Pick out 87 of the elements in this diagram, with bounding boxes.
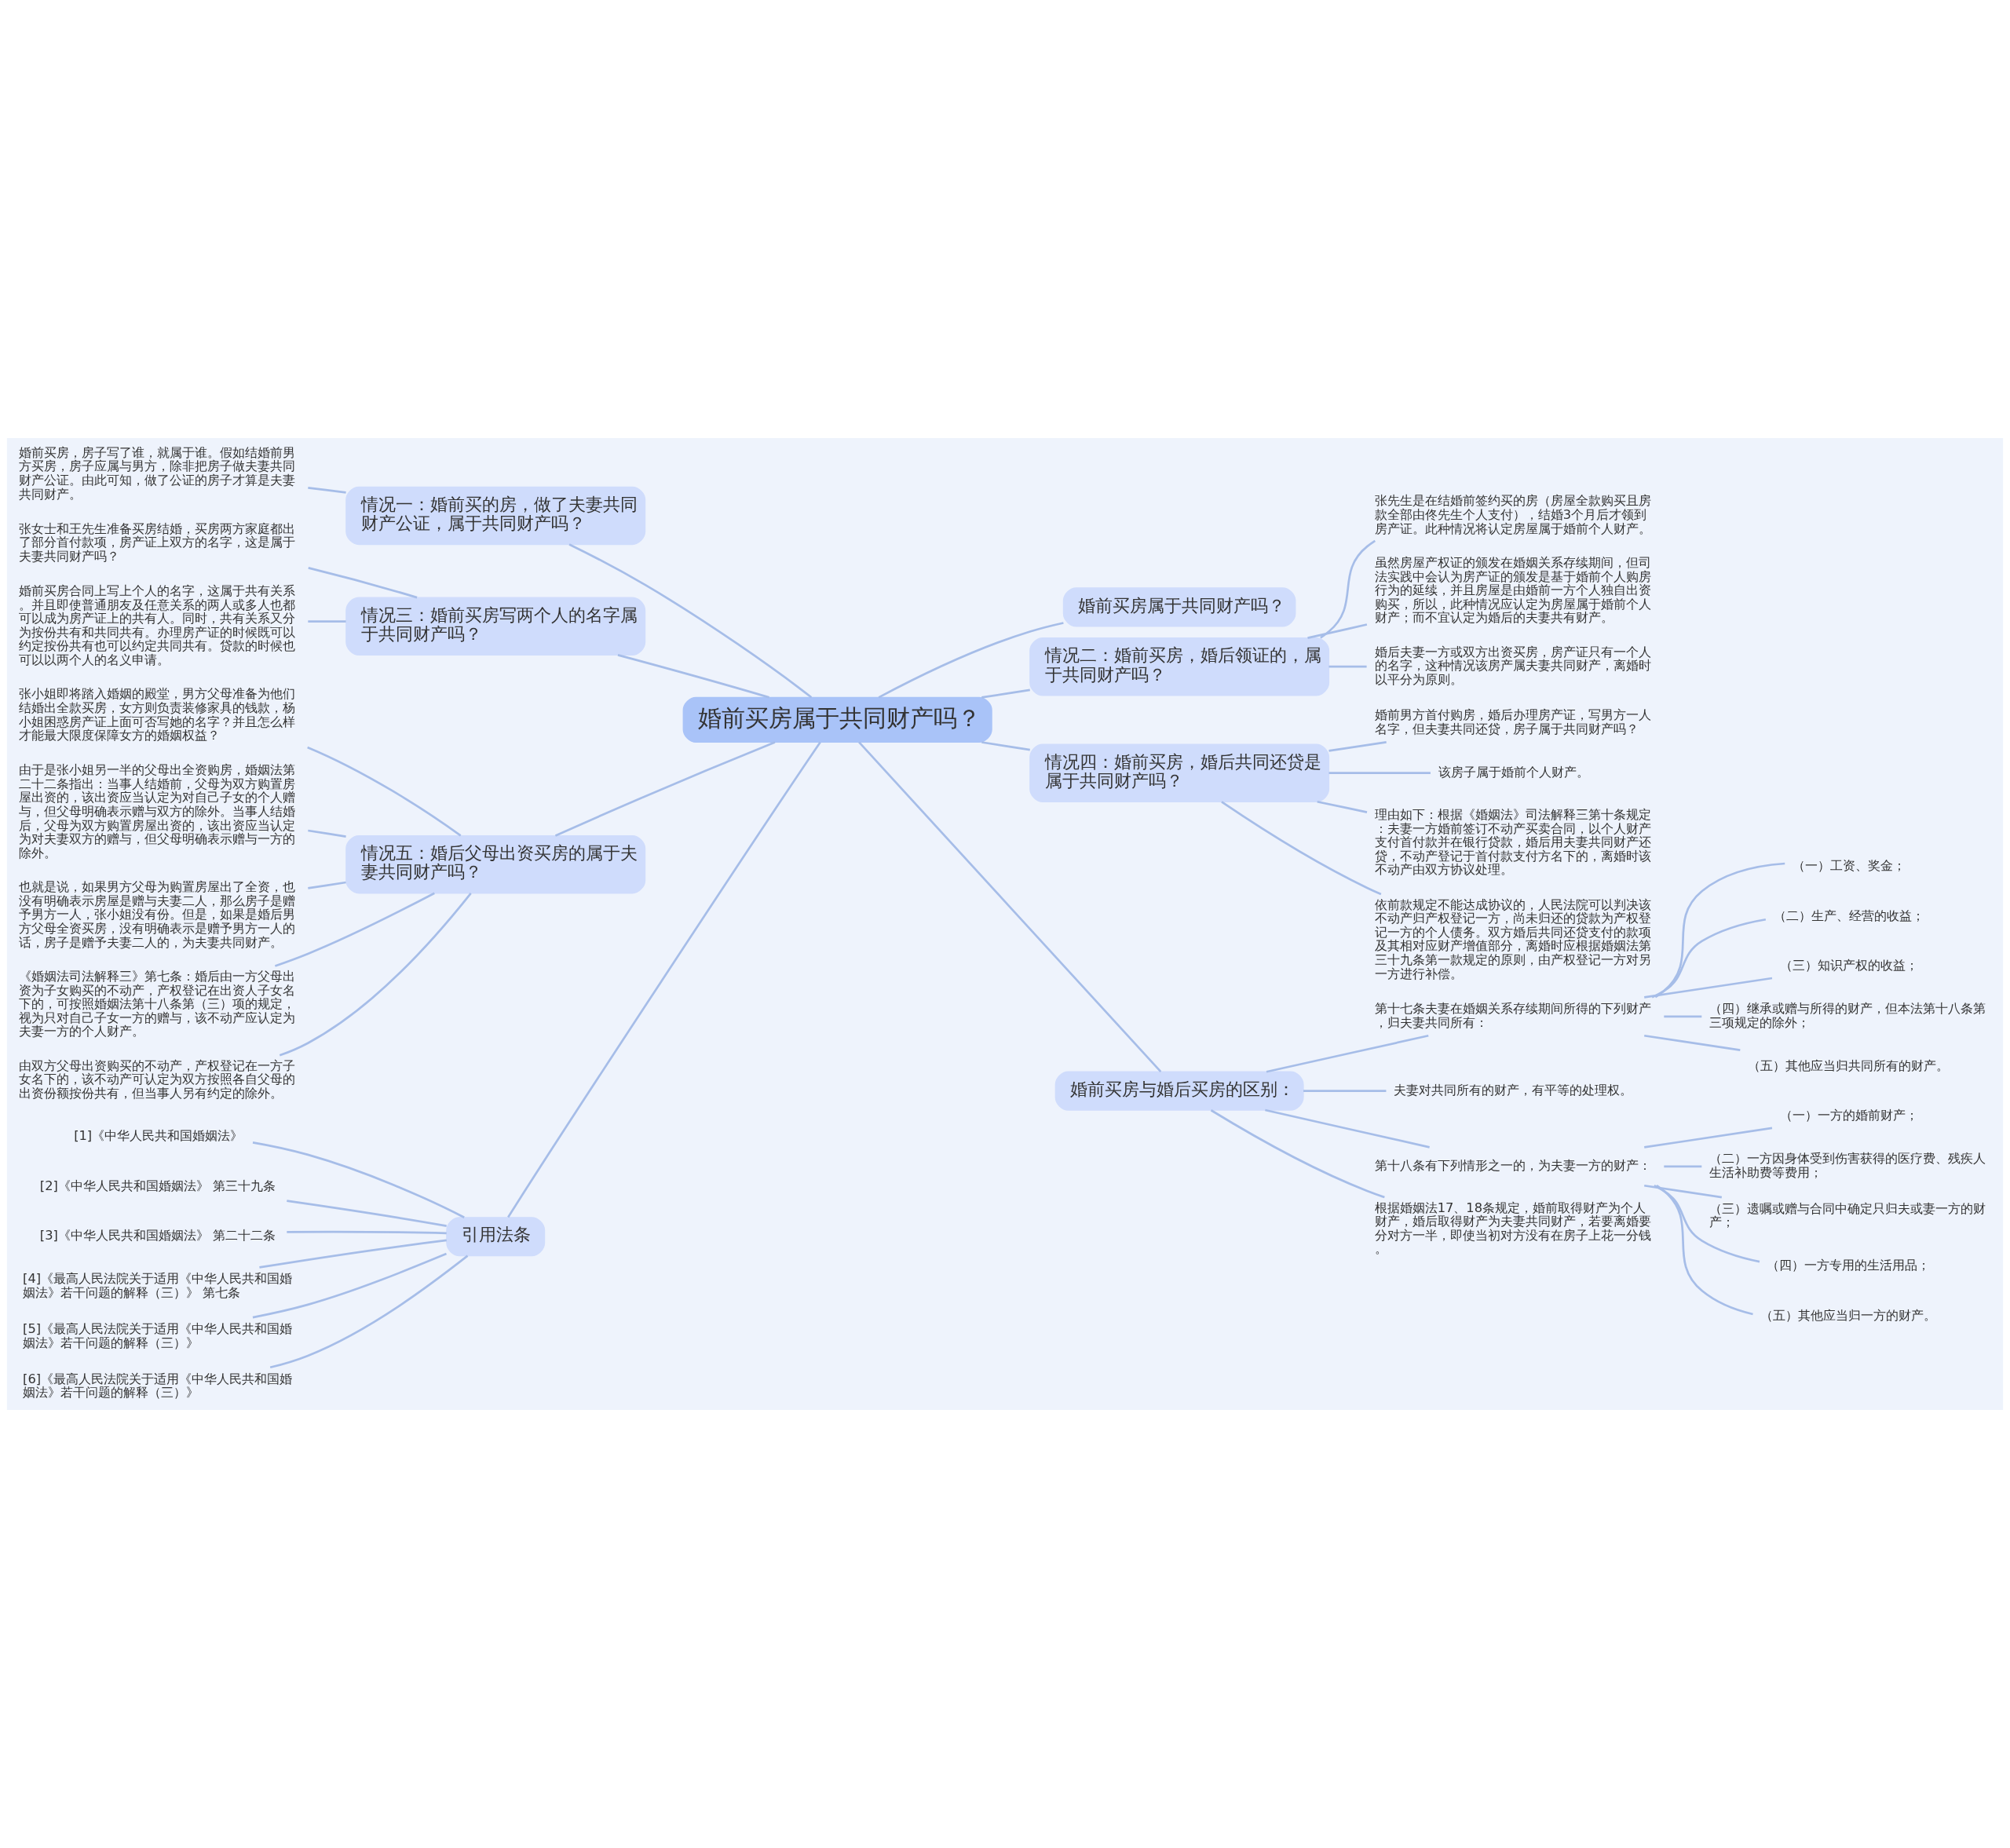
node-text: 张小姐即将踏入婚姻的殿堂，男方父母准备为他们结婚出全款买房，女方则负责装修家具的钱款，杨小姐困惑房产证上面可否写她的名字？并且怎么样才能最大限度保障女方的婚姻权益？ [18, 686, 295, 743]
connector [1654, 1185, 1760, 1263]
node-text: 第十七条夫妻在婚姻关系存续期间所得的下列财产，归夫妻共同所有： [1374, 1001, 1651, 1030]
connector [878, 622, 1064, 699]
connector [1320, 539, 1376, 639]
node-text: （四）一方专用的生活用品； [1767, 1258, 1931, 1273]
connector [308, 567, 418, 599]
node-text: [1]《中华人民共和国婚姻法》 [74, 1128, 243, 1144]
connector [252, 1252, 448, 1319]
connector [287, 1200, 447, 1227]
node-text: [3]《中华人民共和国婚姻法》 第二十二条 [39, 1228, 276, 1244]
node-text: 理由如下：根据《婚姻法》司法解释三第十条规定：夫妻一方婚前签订不动产买卖合同，以个人财产支付首付款并在银行贷款，婚后用夫妻共同财产还贷，不动产登记于首付款支付方名下的，离婚时该不动产由双方协议处理。 [1374, 807, 1651, 878]
node-box: 婚前买房属于共同财产吗？ [682, 696, 992, 743]
connector [287, 1230, 447, 1235]
connector [274, 892, 435, 967]
node-box: 情况五：婚后父母出资买房的属于夫妻共同财产吗？ [345, 835, 646, 894]
node-text: 虽然房屋产权证的颁发在婚姻关系存续期间，但司法实践中会认为房产证的颁发是基于婚前个人购房行为的延续，并且房屋是由婚前一方个人独自出资购买，所以，此种情况应认定为房屋属于婚前个人财产；而不宜认定为婚后的夫妻共有财产。 [1374, 555, 1651, 626]
node-text: 婚前男方首付购房，婚后办理房产证，写男方一人名字，但夫妻共同还贷，房子属于共同财产吗？ [1374, 707, 1651, 737]
node-text: 该房子属于婚前个人财产。 [1438, 764, 1589, 780]
connector [554, 741, 776, 837]
node-text: 根据婚姻法17、18条规定，婚前取得财产为个人财产，婚后取得财产为夫妻共同财产，若要离婚要分对方一半，即使当初对方没有在房子上花一分钱。 [1374, 1200, 1651, 1257]
node-text: 由双方父母出资购买的不动产，产权登记在一方子女名下的，该不动产可认定为双方按照各自父母的出资份额按份共有，但当事人另有约定的除外。 [18, 1057, 295, 1101]
node-text: （五）其他应当归共同所有的财产。 [1748, 1057, 1950, 1073]
node-text: （一）工资、奖金； [1793, 858, 1906, 874]
connector [1644, 977, 1773, 999]
connector [269, 1255, 469, 1369]
node-text: （三）知识产权的收益； [1779, 958, 1918, 973]
node-text: 夫妻对共同所有的财产，有平等的处理权。 [1394, 1082, 1633, 1097]
node-text: （二）一方因身体受到伤害获得的医疗费、残疾人生活补助费等费用； [1709, 1151, 1986, 1180]
connector [1664, 1015, 1702, 1018]
connector [1656, 1185, 1753, 1316]
node-box: 引用法条 [446, 1217, 546, 1257]
node-text: 张女士和王先生准备买房结婚，买房两方家庭都出了部分首付款项，房产证上双方的名字，这是属于夫妻共同财产吗？ [18, 520, 295, 564]
node-box: 情况二：婚前买房，婚后领证的，属于共同财产吗？ [1029, 637, 1330, 696]
node-box: 情况四：婚前买房，婚后共同还贷是属于共同财产吗？ [1029, 743, 1330, 802]
node-text: [2]《中华人民共和国婚姻法》 第三十九条 [39, 1178, 276, 1193]
node-box: 婚前买房与婚后买房的区别： [1054, 1071, 1304, 1111]
node-text: （三）遗嘱或赠与合同中确定只归夫或妻一方的财产； [1709, 1200, 1986, 1230]
connector [1210, 1109, 1385, 1199]
connector [1328, 741, 1387, 752]
connector [1303, 1090, 1387, 1092]
node-box: 情况一：婚前买的房，做了夫妻共同财产公证，属于共同财产吗？ [345, 486, 646, 546]
connector [308, 829, 346, 838]
node-text: 由于是张小姐另一半的父母出全资购房，婚姻法第二十二条指出：当事人结婚前，父母为双方购置房屋出资的，该出资应当认定为对自己子女的个人赠与，但父母明确表示赠与双方的除外。当事人结婚后，父母为双方购置房屋出资的，该出资应当认定为对夫妻双方的赠与，但父母明确表示赠与一方的除外。 [18, 762, 295, 860]
connector [1307, 623, 1368, 639]
connector [617, 654, 769, 699]
connector [306, 746, 462, 837]
node-text: （四）继承或赠与所得的财产，但本法第十八条第三项规定的除外； [1709, 1001, 1986, 1030]
connector [259, 1239, 447, 1269]
node-text: [4]《最高人民法院关于适用《中华人民共和国婚姻法》若干问题的解释（三）》 第七条 [23, 1271, 293, 1300]
node-text: [5]《最高人民法院关于适用《中华人民共和国婚姻法》若干问题的解释（三）》 [23, 1320, 293, 1350]
connector [507, 741, 821, 1218]
connector [1328, 772, 1431, 774]
node-text: 第十八条有下列情形之一的，为夫妻一方的财产： [1374, 1158, 1651, 1174]
connector [568, 543, 813, 699]
node-text: [6]《最高人民法院关于适用《中华人民共和国婚姻法》若干问题的解释（三）》 [23, 1371, 293, 1401]
node-box: 婚前买房属于共同财产吗？ [1062, 587, 1296, 627]
connector [1317, 800, 1368, 813]
connector [308, 881, 346, 889]
node-text: （二）生产、经营的收益； [1773, 908, 1924, 923]
connector [279, 893, 472, 1057]
connector [1664, 1165, 1702, 1168]
connector [1644, 1127, 1773, 1149]
node-text: （五）其他应当归一方的财产。 [1760, 1308, 1937, 1323]
connector [1644, 1034, 1741, 1051]
node-text: 《婚姻法司法解释三》第七条：婚后由一方父母出资为子女购买的不动产，产权登记在出资人子女名下的，可按照婚姻法第十八条第（三）项的规定，视为只对自己子女一方的赠与，该不动产应认定为夫妻一方的个人财产。 [18, 968, 295, 1039]
connector [1651, 918, 1767, 999]
node-text: 依前款规定不能达成协议的，人民法院可以判决该不动产归产权登记一方，尚未归还的贷款为产权登记一方的个人债务。双方婚后共同还贷支付的款项及其相对应财产增值部分，离婚时应根据婚姻法第三十九条第一款规定的原则，由产权登记一方对另一方进行补偿。 [1374, 897, 1651, 981]
connector [1221, 801, 1382, 896]
node-text: 婚后夫妻一方或双方出资买房，房产证只有一个人的名字，这种情况该房产属夫妻共同财产，离婚时以平分为原则。 [1374, 644, 1651, 688]
node-text: 婚前买房合同上写上个人的名字，这属于共有关系。并且即使普通朋友及任意关系的两人或多人也都可以成为房产证上的共有人。同时，共有关系又分为按份共有和共同共有。办理房产证的时候既可以约定按份共有也可以约定共同共有。贷款的时候也可以以两个人的名义申请。 [18, 583, 295, 667]
connector [1644, 1184, 1723, 1199]
node-text: 张先生是在结婚前签约买的房（房屋全款购买且房款全部由佟先生个人支付），结婚3个月后才领到房产证。此种情况将认定房屋属于婚前个人财产。 [1374, 493, 1651, 536]
connector [308, 620, 346, 623]
node-text: 也就是说，如果男方父母为购置房屋出了全资，也没有明确表示房屋是赠与夫妻二人，那么房子是赠予男方一人，张小姐没有份。但是，如果是婚后男方父母全资买房，没有明确表示是赠予男方一人的话，房子是赠予夫妻二人的，为夫妻共同财产。 [18, 879, 295, 950]
connector [308, 486, 346, 494]
connector [1266, 1034, 1429, 1073]
connector [1328, 665, 1367, 668]
connector [1654, 862, 1785, 999]
node-box: 情况三：婚前买房写两个人的名字属于共同财产吗？ [345, 597, 646, 656]
node-text: 婚前买房，房子写了谁，就属于谁。假如结婚前男方买房，房子应属与男方，除非把房子做夫妻共同财产公证。由此可知，做了公证的房子才算是夫妻共同财产。 [18, 444, 295, 502]
connector [1265, 1108, 1430, 1149]
connector [858, 741, 1162, 1073]
connector [981, 741, 1030, 751]
node-text: （一）一方的婚前财产； [1779, 1108, 1918, 1123]
connector [252, 1141, 465, 1218]
connector [981, 688, 1030, 699]
